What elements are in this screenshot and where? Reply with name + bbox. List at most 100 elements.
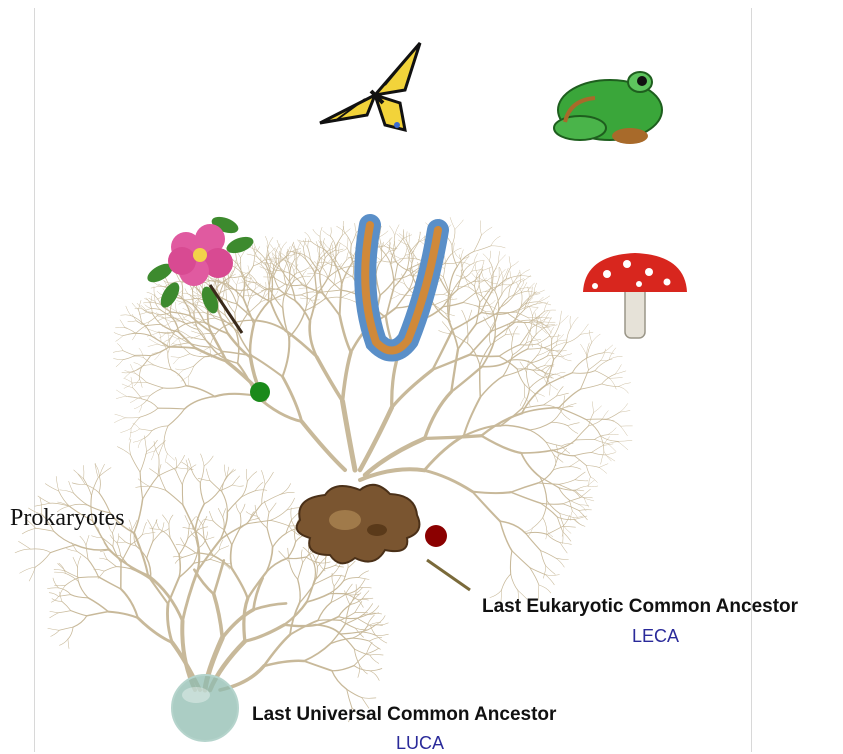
branch-segment [395,225,399,236]
branch-segment [283,308,289,338]
branch-segment [247,472,256,482]
branch-segment [610,378,617,389]
branch-segment [107,560,116,567]
branch-segment [567,328,571,343]
branch-segment [117,534,119,543]
branch-segment [209,511,213,521]
branch-segment [530,422,552,430]
branch-segment [51,545,76,553]
branch-segment [407,253,409,270]
branch-segment [265,236,268,247]
branch-segment [506,276,520,279]
branch-segment [592,334,600,342]
branch-segment [54,572,65,573]
branch-segment [113,351,123,353]
branch-segment [246,469,247,481]
branch-segment [151,286,159,288]
branch-segment [511,261,519,267]
branch-segment [77,567,78,581]
branch-segment [560,311,562,324]
branch-segment [340,634,354,649]
branch-segment [556,445,558,456]
branch-segment [325,297,342,299]
branch-segment [131,315,142,322]
branch-segment [489,300,496,305]
branch-segment [553,450,575,456]
branch-segment [589,477,591,487]
branch-segment [186,386,215,397]
branch-segment [463,294,474,303]
leca-pointer-line [427,560,470,590]
branch-segment [520,329,531,345]
branch-segment [50,611,59,612]
branch-segment [235,260,236,268]
branch-segment [284,625,316,626]
branch-segment [134,405,142,409]
branch-segment [302,422,345,471]
branch-segment [453,248,462,253]
branch-segment [499,251,500,261]
branch-segment [362,598,373,599]
branch-segment [595,360,609,371]
branch-segment [549,336,560,337]
branch-segment [547,534,560,542]
branch-segment [198,329,212,347]
branch-segment [252,356,282,377]
branch-segment [78,556,81,567]
branch-segment [480,365,481,397]
branch-segment [500,267,504,278]
branch-segment [60,639,68,645]
branch-segment [551,408,562,422]
branch-segment [54,570,65,572]
branch-segment [319,248,320,259]
branch-segment [215,394,257,397]
branch-segment [331,586,334,602]
branch-segment [183,571,198,622]
branch-segment [618,441,628,450]
branch-segment [589,361,601,370]
branch-segment [503,355,513,376]
branch-segment [167,604,172,643]
branch-segment [524,384,525,397]
branch-segment [557,517,574,520]
branch-segment [381,250,382,261]
branch-segment [467,324,468,343]
branch-segment [264,501,269,513]
branch-segment [116,336,124,342]
branch-segment [224,465,226,477]
branch-segment [145,305,151,309]
branch-segment [608,444,616,452]
branch-segment [59,585,65,596]
branch-segment [173,556,183,557]
branch-segment [150,388,164,396]
branch-segment [257,250,267,261]
branch-segment [288,557,307,559]
branch-segment [171,316,179,332]
branch-segment [178,370,184,376]
branch-segment [533,518,543,528]
branch-segment [292,521,296,529]
branch-segment [545,575,559,576]
branch-segment [446,253,453,263]
branch-segment [222,492,228,512]
branch-segment [528,348,545,350]
branch-segment [560,514,564,527]
branch-segment [486,311,493,312]
branch-segment [302,271,306,277]
branch-segment [231,277,236,285]
branch-segment [99,476,100,492]
branch-segment [149,298,155,301]
branch-segment [455,220,463,229]
branch-segment [299,288,310,289]
branch-segment [147,542,153,559]
branch-segment [474,235,482,252]
branch-segment [522,283,527,292]
branch-segment [219,284,223,296]
branch-segment [114,418,125,423]
branch-segment [31,549,51,553]
branch-segment [559,389,581,408]
branch-segment [610,377,623,378]
branch-segment [267,528,273,547]
branch-segment [77,551,88,559]
branch-segment [153,529,154,542]
